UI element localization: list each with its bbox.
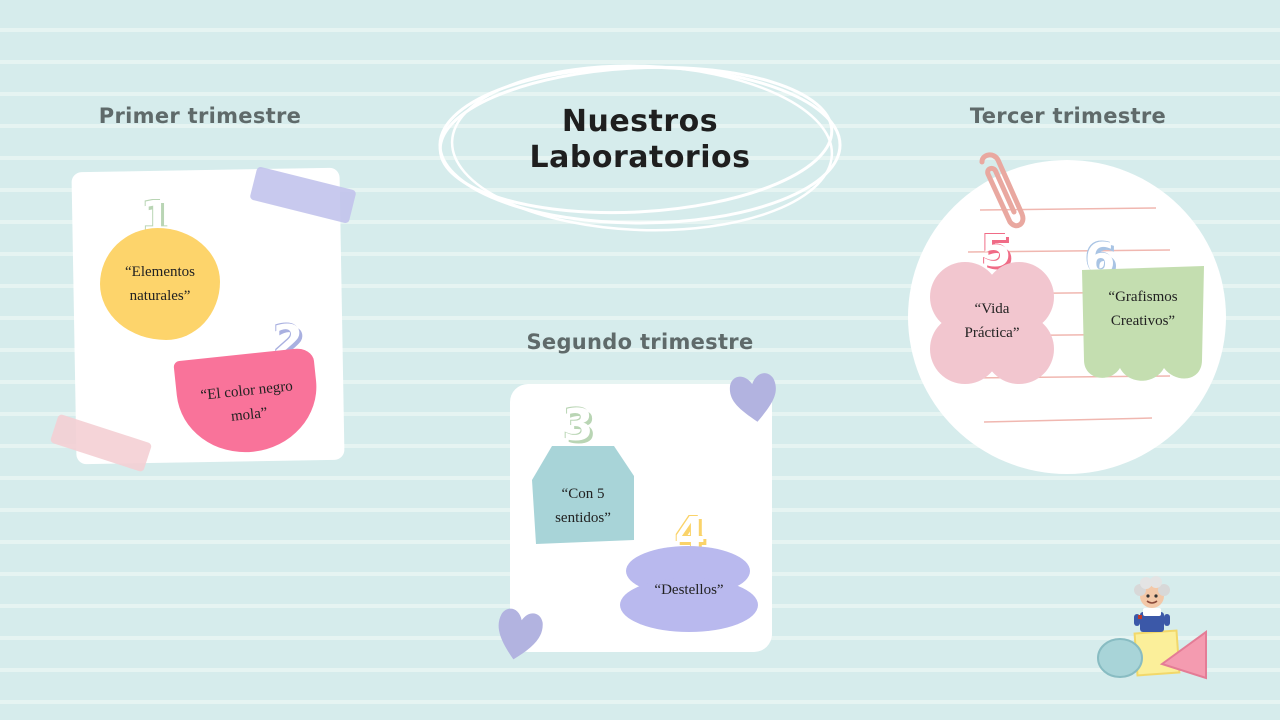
page-title: Nuestros Laboratorios xyxy=(500,104,780,176)
blue-circle-icon xyxy=(1097,638,1143,678)
heart-icon xyxy=(498,608,543,660)
lab-1-blob: “Elementos naturales” xyxy=(100,228,220,340)
lab-5-line-2: Práctica” xyxy=(964,325,1020,341)
lab-6-line-2: Creativos” xyxy=(1110,313,1176,329)
heading-third-term: Tercer trimestre xyxy=(969,104,1167,128)
heading-first-term: Primer trimestre xyxy=(98,104,302,128)
lab-6-shape xyxy=(1082,266,1204,381)
lab-5-blob-center xyxy=(944,280,1040,370)
lab-3-line-1: “Con 5 xyxy=(561,486,605,502)
cartoon-character-illustration xyxy=(1097,576,1207,680)
lab-number-3: 3 xyxy=(562,400,594,451)
lab-5-text: “Vida Práctica” xyxy=(930,288,1054,354)
lab-4-line-1: “Destellos” xyxy=(654,582,724,598)
scribble-circle xyxy=(438,64,842,232)
lab-4-blob-bottom xyxy=(620,578,758,632)
lab-6-text: “Grafismos Creativos” xyxy=(1080,276,1206,342)
pink-triangle-icon xyxy=(1159,630,1207,680)
title-line-2: Laboratorios xyxy=(529,140,751,175)
lab-1-line-2: naturales” xyxy=(129,288,191,304)
title-line-1: Nuestros xyxy=(561,104,719,139)
lab-1-line-1: “Elementos xyxy=(125,264,195,280)
lab-2-line-2: mola” xyxy=(230,405,269,425)
lab-6-line-1: “Grafismos xyxy=(1108,289,1178,305)
heading-second-term: Segundo trimestre xyxy=(526,330,754,354)
lab-3-shape xyxy=(532,446,634,544)
lab-3-line-2: sentidos” xyxy=(555,510,611,526)
paperclip-icon xyxy=(979,152,1026,229)
heart-icon xyxy=(729,373,776,422)
lab-3-text: “Con 5 sentidos” xyxy=(530,474,636,538)
lab-4-text: “Destellos” xyxy=(620,560,758,620)
lab-5-line-1: “Vida xyxy=(974,301,1010,317)
